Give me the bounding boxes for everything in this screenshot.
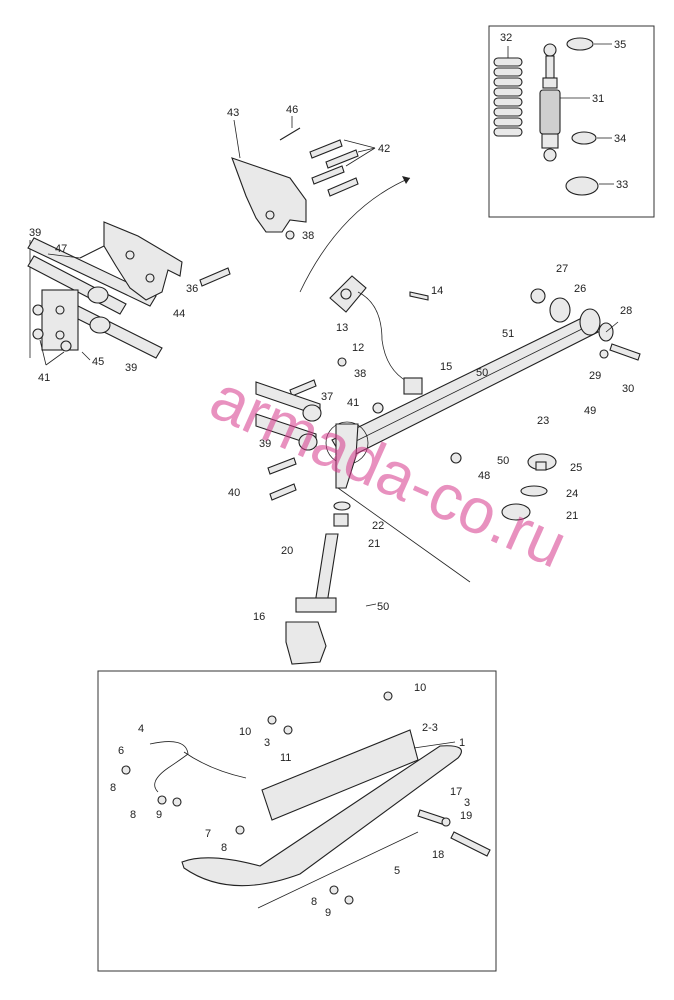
label-37: 37 [321,391,333,403]
label-21-mid: 21 [368,538,380,550]
label-41-mid: 41 [347,397,359,409]
label-36: 36 [186,283,198,295]
plate-45 [41,289,79,351]
label-38-top: 38 [302,230,314,242]
label-4: 4 [138,723,144,735]
label-8-b: 8 [130,809,136,821]
label-50-c: 50 [377,601,389,613]
label-21-right: 21 [566,510,578,522]
label-1: 1 [459,737,465,749]
label-46: 46 [286,104,298,116]
label-43: 43 [227,107,239,119]
label-40: 40 [228,487,240,499]
label-10-left: 10 [239,726,251,738]
label-8-c: 8 [221,842,227,854]
label-19: 19 [460,810,472,822]
label-15: 15 [440,361,452,373]
label-27: 27 [556,263,568,275]
left-rods [27,221,231,366]
label-32: 32 [500,32,512,44]
label-39-mid: 39 [125,362,137,374]
clamp-15 [403,377,423,395]
label-13: 13 [336,322,348,334]
label-9-b: 9 [325,907,331,919]
bracket-assembly [231,116,411,293]
label-3-left: 3 [264,737,270,749]
label-49: 49 [584,405,596,417]
label-18: 18 [432,849,444,861]
label-25: 25 [570,462,582,474]
spring-cup-top [566,37,594,51]
label-8-d: 8 [311,896,317,908]
label-16: 16 [253,611,265,623]
label-3-right: 3 [464,797,470,809]
label-7: 7 [205,828,211,840]
label-8-a: 8 [110,782,116,794]
block-16 [285,621,327,665]
label-26: 26 [574,283,586,295]
label-47: 47 [55,243,67,255]
label-48: 48 [478,470,490,482]
adjuster-nut [565,176,599,196]
ski-saddle-2-3 [261,729,419,821]
label-42: 42 [378,143,390,155]
label-11: 11 [280,752,291,764]
callouts: 32 35 31 34 33 43 46 42 38 39 47 44 36 4… [29,32,634,919]
label-50-a: 50 [476,367,488,379]
label-41-left: 41 [38,372,50,384]
bracket-43 [231,157,307,233]
shock-inset [488,25,655,218]
shock-absorber [539,43,590,162]
watermark: armada-co.ru [200,361,577,582]
label-23: 23 [537,415,549,427]
label-45: 45 [92,356,104,368]
label-2-3: 2-3 [422,722,438,734]
label-31: 31 [592,93,604,105]
ski-1 [181,745,462,887]
label-14: 14 [431,285,443,297]
label-12: 12 [352,342,364,354]
label-5: 5 [394,865,400,877]
label-17: 17 [450,786,462,798]
label-51: 51 [502,328,514,340]
spring [493,46,523,137]
label-34: 34 [614,133,626,145]
label-30: 30 [622,383,634,395]
label-50-b: 50 [497,455,509,467]
label-44: 44 [173,308,185,320]
label-9-a: 9 [156,809,162,821]
label-24: 24 [566,488,578,500]
label-22: 22 [372,520,384,532]
spring-cup-bottom [571,131,597,145]
ski-inset [97,670,497,972]
label-39-low: 39 [259,438,271,450]
label-10-right: 10 [414,682,426,694]
trailing-arm [255,275,641,665]
label-33: 33 [616,179,628,191]
label-39-top: 39 [29,227,41,239]
plate-44 [103,221,183,301]
label-6: 6 [118,745,124,757]
label-29: 29 [589,370,601,382]
label-20: 20 [281,545,293,557]
label-35: 35 [614,39,626,51]
label-38-mid: 38 [354,368,366,380]
label-28: 28 [620,305,632,317]
ski-inset-frame [97,670,497,972]
shock-inset-frame [488,25,655,218]
